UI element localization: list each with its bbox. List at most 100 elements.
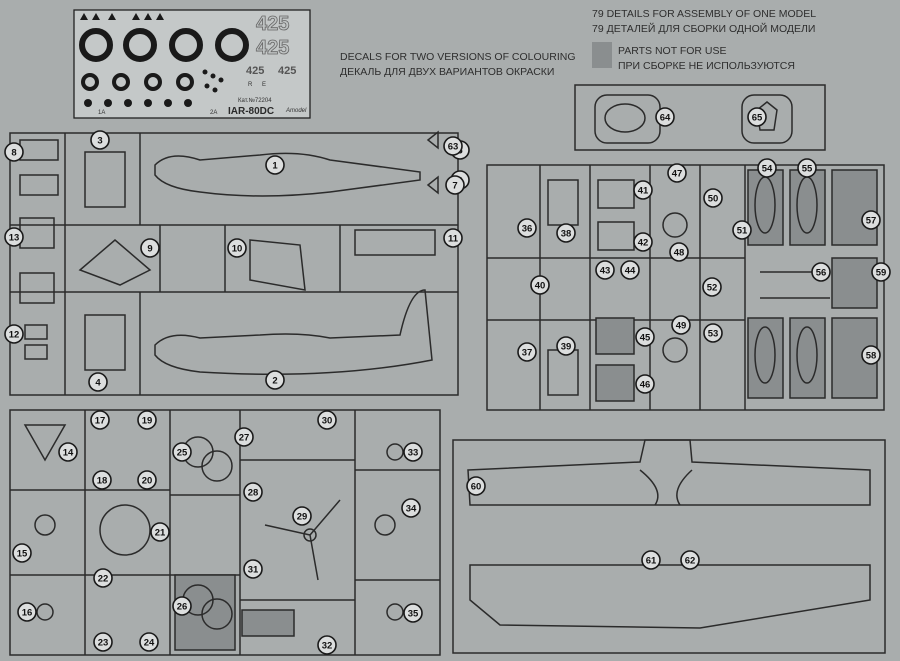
part-callout-13: 13 bbox=[4, 227, 24, 247]
decal-label-e: E bbox=[262, 82, 266, 88]
part-callout-65: 65 bbox=[747, 107, 767, 127]
decal-sheet bbox=[73, 9, 311, 119]
part-number-label: 53 bbox=[708, 329, 719, 340]
part-number-label: 46 bbox=[640, 380, 651, 391]
part-callout-50: 50 bbox=[703, 188, 723, 208]
part-callout-49: 49 bbox=[671, 315, 691, 335]
part-number-label: 38 bbox=[561, 229, 572, 240]
part-callout-21: 21 bbox=[150, 522, 170, 542]
part-number-label: 12 bbox=[9, 330, 20, 341]
decal-label-1a: 1A bbox=[98, 110, 105, 116]
part-number-label: 45 bbox=[640, 333, 651, 344]
part-number-label: 43 bbox=[600, 266, 611, 277]
details-heading-en: 79 DETAILS FOR ASSEMBLY OF ONE MODEL bbox=[592, 8, 816, 20]
part-callout-23: 23 bbox=[93, 632, 113, 652]
part-callout-31: 31 bbox=[243, 559, 263, 579]
part-callout-63: 63 bbox=[443, 136, 463, 156]
part-number-label: 60 bbox=[471, 482, 482, 493]
part-number-label: 57 bbox=[866, 216, 877, 227]
part-number-label: 17 bbox=[95, 416, 106, 427]
part-callout-42: 42 bbox=[633, 232, 653, 252]
part-callout-1: 1 bbox=[265, 155, 285, 175]
part-number-label: 31 bbox=[248, 565, 259, 576]
part-number-label: 47 bbox=[672, 169, 683, 180]
decal-label-r: R bbox=[248, 82, 253, 88]
decal-number-large-2: 425 bbox=[256, 37, 289, 59]
part-number-label: 27 bbox=[239, 433, 250, 444]
part-number-label: 15 bbox=[17, 549, 28, 560]
part-callout-4: 4 bbox=[88, 372, 108, 392]
sprue-wings bbox=[452, 439, 886, 654]
part-number-label: 29 bbox=[297, 512, 308, 523]
decals-heading-ru: ДЕКАЛЬ ДЛЯ ДВУХ ВАРИАНТОВ ОКРАСКИ bbox=[340, 66, 554, 78]
part-callout-54: 54 bbox=[757, 158, 777, 178]
part-callout-7: 7 bbox=[445, 175, 465, 195]
part-number-label: 61 bbox=[646, 556, 657, 567]
part-callout-44: 44 bbox=[620, 260, 640, 280]
part-callout-48: 48 bbox=[669, 242, 689, 262]
part-callout-28: 28 bbox=[243, 482, 263, 502]
part-callout-14: 14 bbox=[58, 442, 78, 462]
part-number-label: 21 bbox=[155, 528, 166, 539]
part-callout-11: 11 bbox=[443, 228, 463, 248]
part-callout-52: 52 bbox=[702, 277, 722, 297]
part-callout-32: 32 bbox=[317, 635, 337, 655]
part-callout-41: 41 bbox=[633, 180, 653, 200]
part-callout-59: 59 bbox=[871, 262, 891, 282]
part-callout-34: 34 bbox=[401, 498, 421, 518]
part-callout-33: 33 bbox=[403, 442, 423, 462]
part-callout-56: 56 bbox=[811, 262, 831, 282]
part-number-label: 14 bbox=[63, 448, 74, 459]
part-number-label: 16 bbox=[22, 608, 33, 619]
part-callout-36: 36 bbox=[517, 218, 537, 238]
part-callout-53: 53 bbox=[703, 323, 723, 343]
decal-number-large-1: 425 bbox=[256, 13, 289, 35]
part-number-label: 51 bbox=[737, 226, 748, 237]
part-callout-24: 24 bbox=[139, 632, 159, 652]
part-callout-61: 61 bbox=[641, 550, 661, 570]
part-callout-26: 26 bbox=[172, 596, 192, 616]
part-number-label: 49 bbox=[676, 321, 687, 332]
sprue-fuselage bbox=[9, 130, 459, 396]
part-number-label: 36 bbox=[522, 224, 533, 235]
part-callout-51: 51 bbox=[732, 220, 752, 240]
decal-model-name: IAR-80DC bbox=[228, 106, 274, 117]
part-callout-46: 46 bbox=[635, 374, 655, 394]
decal-number-small-2: 425 bbox=[278, 65, 296, 77]
part-callout-38: 38 bbox=[556, 223, 576, 243]
part-callout-25: 25 bbox=[172, 442, 192, 462]
legend-text-en: PARTS NOT FOR USE bbox=[618, 45, 727, 57]
part-number-label: 63 bbox=[448, 142, 459, 153]
part-number-label: 54 bbox=[762, 164, 773, 175]
part-number-label: 24 bbox=[144, 638, 155, 649]
legend-text-ru: ПРИ СБОРКЕ НЕ ИСПОЛЬЗУЮТСЯ bbox=[618, 60, 795, 72]
part-callout-22: 22 bbox=[93, 568, 113, 588]
part-callout-19: 19 bbox=[137, 410, 157, 430]
part-callout-40: 40 bbox=[530, 275, 550, 295]
part-number-label: 42 bbox=[638, 238, 649, 249]
part-number-label: 19 bbox=[142, 416, 153, 427]
part-callout-17: 17 bbox=[90, 410, 110, 430]
unused-parts-swatch bbox=[592, 42, 612, 68]
part-number-label: 33 bbox=[408, 448, 419, 459]
part-callout-15: 15 bbox=[12, 543, 32, 563]
part-number-label: 9 bbox=[147, 244, 152, 255]
part-number-label: 20 bbox=[142, 476, 153, 487]
part-number-label: 11 bbox=[448, 234, 459, 245]
part-number-label: 7 bbox=[452, 181, 457, 192]
part-number-label: 8 bbox=[11, 148, 16, 159]
part-number-label: 56 bbox=[816, 268, 827, 279]
part-callout-60: 60 bbox=[466, 476, 486, 496]
part-number-label: 25 bbox=[177, 448, 188, 459]
part-callout-55: 55 bbox=[797, 158, 817, 178]
part-number-label: 50 bbox=[708, 194, 719, 205]
part-callout-12: 12 bbox=[4, 324, 24, 344]
part-callout-47: 47 bbox=[667, 163, 687, 183]
part-number-label: 32 bbox=[322, 641, 333, 652]
part-callout-18: 18 bbox=[92, 470, 112, 490]
part-number-label: 23 bbox=[98, 638, 109, 649]
part-number-label: 44 bbox=[625, 266, 636, 277]
part-callout-10: 10 bbox=[227, 238, 247, 258]
part-callout-62: 62 bbox=[680, 550, 700, 570]
decal-number-small-1: 425 bbox=[246, 65, 264, 77]
